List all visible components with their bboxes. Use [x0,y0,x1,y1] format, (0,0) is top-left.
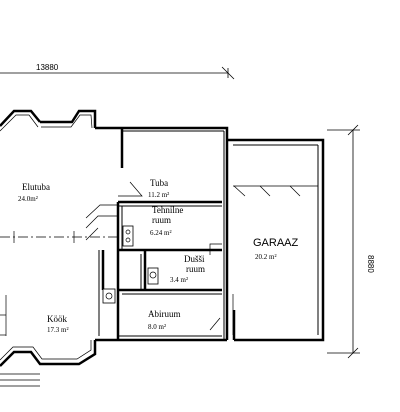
room-dussiruum-name-2: ruum [186,264,205,274]
room-tehnoruum-area: 6.24 m² [150,229,172,237]
exterior-walls [95,126,325,342]
right-dimension-label: 8880 [366,255,375,273]
room-tuba: Tuba 11.2 m² [148,178,169,199]
room-dussiruum-name-1: Dušši [184,254,205,264]
room-tehnoruum-name-2: ruum [152,215,171,225]
room-tehnoruum: Tehnilne ruum 6.24 m² [150,205,183,237]
bay-window-bottom [0,340,97,387]
top-dimension: 13880 [0,63,235,80]
right-dimension: 8880 [327,124,375,359]
room-elutuba-name: Elutuba [22,182,50,192]
room-abiruum: Abiruum 8.0 m² [148,309,181,331]
room-kook-name: Köök [47,314,67,324]
room-garaaz: GARAAZ 20.2 m² [253,237,299,261]
room-tuba-name: Tuba [150,178,168,188]
room-dussiruum-area: 3.4 m² [170,276,188,284]
room-elutuba-area: 24.0m² [18,195,38,203]
room-garaaz-area: 20.2 m² [255,253,277,261]
room-kook-area: 17.3 m² [47,326,69,334]
room-kook: Köök 17.3 m² [47,314,69,334]
room-abiruum-area: 8.0 m² [148,323,166,331]
axis-line [0,231,118,243]
room-tuba-area: 11.2 m² [148,191,169,199]
top-dimension-label: 13880 [36,63,59,72]
room-elutuba: Elutuba 24.0m² [18,182,50,203]
stair [85,181,143,241]
fixtures [0,225,222,336]
bay-window-top [0,109,97,132]
room-abiruum-name: Abiruum [148,309,181,319]
room-dussiruum: Dušši ruum 3.4 m² [170,254,205,284]
room-garaaz-name: GARAAZ [253,237,299,249]
room-tehnoruum-name-1: Tehnilne [152,205,183,215]
